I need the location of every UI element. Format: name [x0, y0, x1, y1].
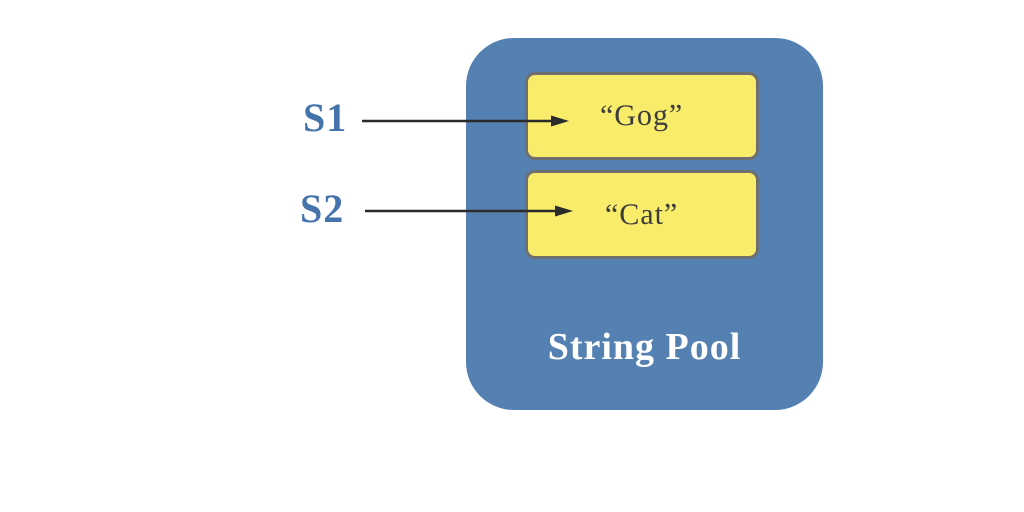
string-box-cat: “Cat” — [525, 170, 759, 259]
string-value-cat: “Cat” — [605, 197, 679, 231]
variable-label-s2: S2 — [300, 186, 345, 231]
variable-label-s1: S1 — [303, 95, 348, 140]
string-pool-container: “Gog” “Cat” String Pool — [466, 38, 823, 410]
string-box-gog: “Gog” — [525, 72, 759, 160]
string-value-gog: “Gog” — [600, 98, 684, 133]
pool-title: String Pool — [547, 326, 742, 368]
